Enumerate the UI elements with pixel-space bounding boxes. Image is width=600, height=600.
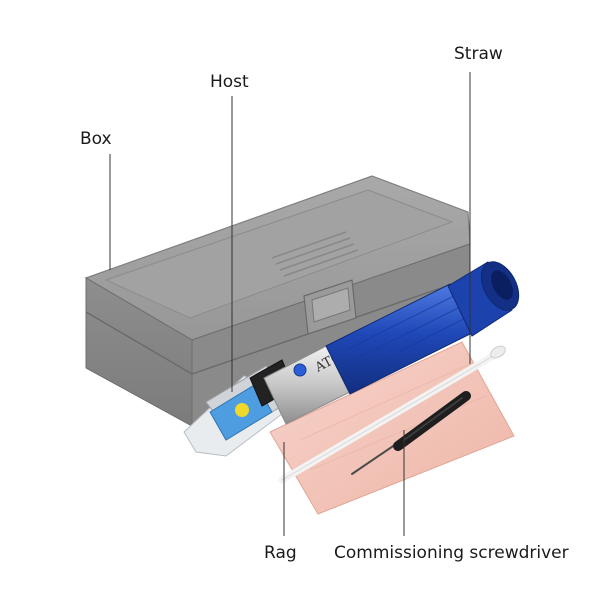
screwdriver <box>351 391 471 475</box>
label-straw: Straw <box>454 44 503 64</box>
label-commissioning-screwdriver: Commissioning screwdriver <box>334 543 569 563</box>
label-host: Host <box>210 72 249 92</box>
straw <box>278 345 506 484</box>
host-refractometer: ATC <box>183 261 520 457</box>
leader-lines <box>109 72 471 536</box>
label-box: Box <box>80 129 112 149</box>
label-rag: Rag <box>264 543 297 563</box>
